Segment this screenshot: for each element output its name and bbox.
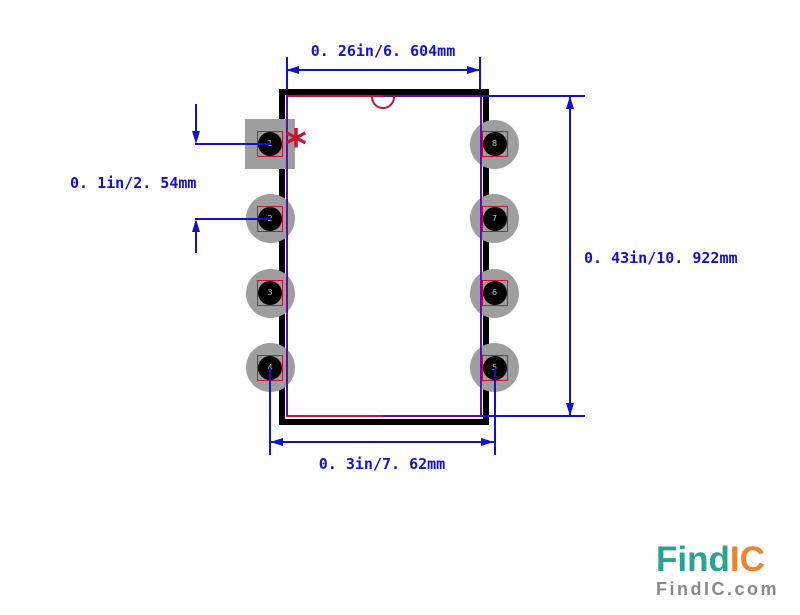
right-extension-line-bottom [481, 415, 585, 417]
findic-logo: FindIC FindIC.com [656, 541, 779, 599]
courtyard-left-line [285, 96, 288, 416]
courtyard-top-left-line [286, 95, 384, 97]
dimension-label-left: 0. 1in/2. 54mm [70, 174, 197, 192]
pin-hole [482, 132, 507, 156]
courtyard-right-line [479, 96, 482, 416]
top-extension-line-left [285, 57, 288, 90]
pin-number: 3 [267, 288, 273, 297]
pitch-dimension-line-lower [195, 230, 197, 253]
right-dimension-line [569, 96, 571, 416]
pitch-extension-line-pin1 [195, 143, 271, 145]
pin-pad-7: 7 [470, 194, 519, 243]
right-extension-line-top [481, 95, 585, 97]
courtyard-bottom-left-line [286, 415, 384, 417]
pin-pad-6: 6 [470, 268, 519, 318]
pad-outline-ring [481, 280, 508, 306]
pin-number: 5 [491, 362, 498, 372]
arrow-left-icon [286, 65, 299, 74]
pitch-extension-line-pin2 [195, 218, 271, 220]
top-extension-line-right [478, 57, 481, 90]
arrow-right-icon [467, 65, 480, 74]
courtyard-top-right-line [383, 95, 481, 97]
courtyard-bottom-right-line [383, 415, 481, 417]
bottom-extension-line-right [493, 368, 496, 455]
pitch-dimension-line-upper [195, 104, 197, 132]
pad-outline-ring [257, 280, 283, 306]
pin-number: 6 [491, 288, 498, 297]
arrow-up-icon [192, 219, 200, 232]
pin1-marker-asterisk-icon: * [285, 120, 307, 169]
arrow-down-icon [566, 403, 574, 416]
findic-logo-wordmark: FindIC [656, 541, 779, 579]
pin-number: 8 [491, 139, 498, 148]
logo-text-ic: IC [729, 540, 765, 579]
pin-hole [258, 281, 282, 305]
package-outline [279, 89, 489, 425]
pin-number: 7 [491, 213, 498, 223]
bottom-extension-line-left [269, 368, 271, 455]
arrow-up-icon [566, 96, 574, 109]
pad-outline-ring [481, 205, 508, 232]
bottom-dimension-line [270, 441, 494, 443]
arrow-left-icon [270, 438, 283, 446]
pin-hole [482, 206, 507, 231]
findic-domain-text: FindIC.com [656, 579, 779, 599]
logo-text-find: Find [656, 540, 730, 579]
pin-hole [482, 281, 507, 305]
top-dimension-line [286, 68, 480, 71]
pin-pad-8: 8 [470, 119, 519, 169]
pad-outline-ring [481, 131, 508, 157]
dimension-label-bottom: 0. 3in/7. 62mm [318, 455, 446, 473]
dimension-label-right: 0. 43in/10. 922mm [584, 249, 738, 267]
arrow-down-icon [192, 131, 200, 144]
arrow-right-icon [481, 438, 494, 446]
pin-number: 4 [267, 362, 273, 372]
dimension-label-top: 0. 26in/6. 604mm [310, 42, 456, 60]
